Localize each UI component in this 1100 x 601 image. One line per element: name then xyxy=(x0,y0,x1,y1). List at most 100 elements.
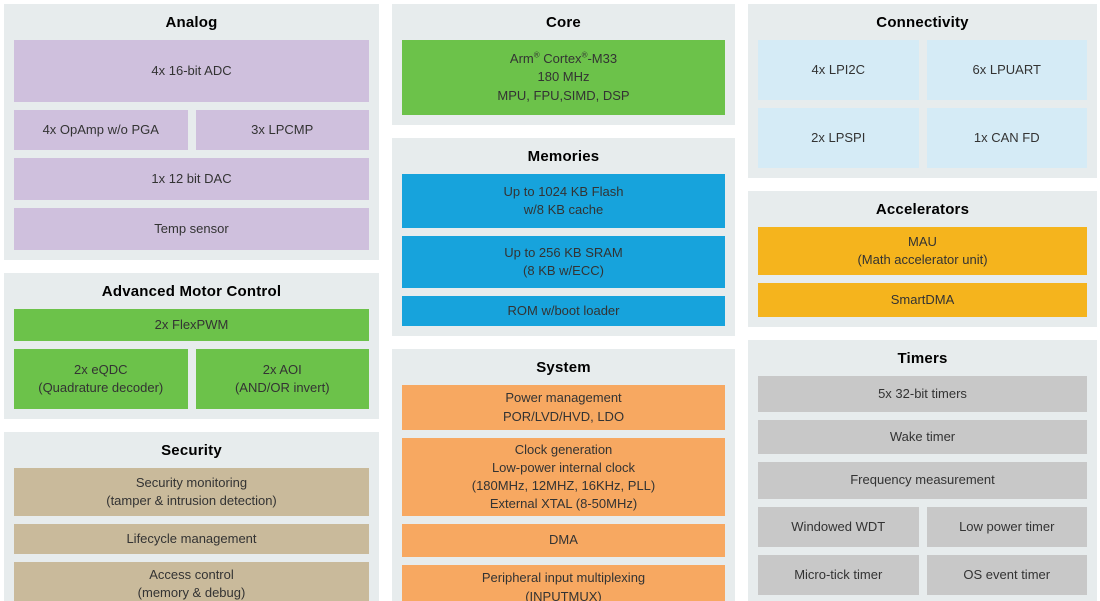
block-lifecycle-label: Lifecycle management xyxy=(126,530,257,546)
block-micro-tick-timer: Micro-tick timer xyxy=(758,555,919,595)
block-power-management: Power management POR/LVD/HVD, LDO xyxy=(402,385,725,430)
block-clock-line2: Low-power internal clock xyxy=(491,459,636,475)
block-opamp: 4x OpAmp w/o PGA xyxy=(14,110,188,150)
block-inputmux: Peripheral input multiplexing (INPUTMUX) xyxy=(402,565,725,601)
section-title-motor: Advanced Motor Control xyxy=(101,283,282,300)
registered-trademark-icon: ® xyxy=(581,50,588,60)
block-lpuart: 6x LPUART xyxy=(926,40,1087,100)
block-adc: 4x 16-bit ADC xyxy=(14,40,369,102)
section-accelerators: Accelerators MAU (Math accelerator unit)… xyxy=(748,191,1097,327)
timers-row1: Windowed WDT Low power timer xyxy=(758,507,1087,547)
section-title-memories: Memories xyxy=(527,148,600,165)
section-advanced-motor-control: Advanced Motor Control 2x FlexPWM 2x eQD… xyxy=(4,273,379,419)
block-windowed-wdt: Windowed WDT xyxy=(758,507,919,547)
section-analog: Analog 4x 16-bit ADC 4x OpAmp w/o PGA 3x… xyxy=(4,4,379,260)
memories-blocks: Up to 1024 KB Flash w/8 KB cache Up to 2… xyxy=(402,174,725,326)
column-right: Connectivity 4x LPI2C 6x LPUART 2x LPSPI xyxy=(748,4,1097,601)
block-security-monitoring: Security monitoring (tamper & intrusion … xyxy=(14,468,369,516)
analog-row: 4x OpAmp w/o PGA 3x LPCMP xyxy=(14,110,369,150)
connectivity-row2: 2x LPSPI 1x CAN FD xyxy=(758,108,1087,168)
block-inputmux-line2: (INPUTMUX) xyxy=(525,588,602,601)
block-low-power-timer-label: Low power timer xyxy=(959,518,1055,534)
motor-blocks: 2x FlexPWM 2x eQDC (Quadrature decoder) … xyxy=(14,309,369,409)
block-eqdc-line2: (Quadrature decoder) xyxy=(38,380,164,395)
core-blocks: Arm® Cortex®-M33 180 MHz MPU, FPU,SIMD, … xyxy=(402,40,725,115)
block-cpu-features: MPU, FPU,SIMD, DSP xyxy=(497,87,630,103)
section-title-core: Core xyxy=(546,14,581,31)
block-flash: Up to 1024 KB Flash w/8 KB cache xyxy=(402,174,725,228)
block-lpuart-label: 6x LPUART xyxy=(972,61,1041,77)
block-clock-line1: Clock generation xyxy=(514,441,613,457)
block-wake-timer: Wake timer xyxy=(758,420,1087,454)
block-mau: MAU (Math accelerator unit) xyxy=(758,227,1087,275)
block-lpspi: 2x LPSPI xyxy=(758,108,919,168)
motor-row: 2x eQDC (Quadrature decoder) 2x AOI (AND… xyxy=(14,349,369,409)
security-blocks: Security monitoring (tamper & intrusion … xyxy=(14,468,369,601)
block-sram-line1: Up to 256 KB SRAM xyxy=(504,244,623,260)
block-sram-line2: (8 KB w/ECC) xyxy=(523,263,604,278)
block-32bit-timers: 5x 32-bit timers xyxy=(758,376,1087,412)
block-micro-tick-timer-label: Micro-tick timer xyxy=(794,566,883,582)
block-power-line1: Power management xyxy=(505,390,622,406)
section-connectivity: Connectivity 4x LPI2C 6x LPUART 2x LPSPI xyxy=(748,4,1097,178)
block-temp-sensor: Temp sensor xyxy=(14,208,369,250)
block-windowed-wdt-label: Windowed WDT xyxy=(791,518,886,534)
block-adc-label: 4x 16-bit ADC xyxy=(151,62,232,78)
block-aoi: 2x AOI (AND/OR invert) xyxy=(195,349,369,409)
block-access-control-line1: Access control xyxy=(149,566,234,582)
block-canfd-label: 1x CAN FD xyxy=(973,129,1040,145)
block-sram: Up to 256 KB SRAM (8 KB w/ECC) xyxy=(402,236,725,288)
registered-trademark-icon: ® xyxy=(533,50,540,60)
block-dac: 1x 12 bit DAC xyxy=(14,158,369,200)
block-power-line2: POR/LVD/HVD, LDO xyxy=(502,408,625,424)
block-smartdma-label: SmartDMA xyxy=(890,291,955,307)
section-timers: Timers 5x 32-bit timers Wake timer Frequ… xyxy=(748,340,1097,601)
block-flexpwm-label: 2x FlexPWM xyxy=(154,316,229,332)
block-rom: ROM w/boot loader xyxy=(402,296,725,326)
block-clock-line3: (180MHz, 12MHZ, 16KHz, PLL) xyxy=(471,478,656,493)
section-system: System Power management POR/LVD/HVD, LDO… xyxy=(392,349,735,601)
section-title-system: System xyxy=(536,359,591,376)
block-flash-line1: Up to 1024 KB Flash xyxy=(503,183,624,199)
block-wake-timer-label: Wake timer xyxy=(889,428,956,444)
block-access-control: Access control (memory & debug) xyxy=(14,562,369,601)
block-security-monitoring-line2: (tamper & intrusion detection) xyxy=(106,493,277,508)
block-lpspi-label: 2x LPSPI xyxy=(811,129,866,145)
block-lpcmp-label: 3x LPCMP xyxy=(251,121,314,137)
section-title-accelerators: Accelerators xyxy=(875,201,970,218)
section-title-security: Security xyxy=(161,442,222,459)
column-middle: Core Arm® Cortex®-M33 180 MHz MPU, FPU,S… xyxy=(392,4,735,601)
block-security-monitoring-line1: Security monitoring xyxy=(135,474,248,490)
timers-row2: Micro-tick timer OS event timer xyxy=(758,555,1087,595)
block-canfd: 1x CAN FD xyxy=(926,108,1087,168)
connectivity-blocks: 4x LPI2C 6x LPUART 2x LPSPI 1x CAN FD xyxy=(758,40,1087,168)
block-flexpwm: 2x FlexPWM xyxy=(14,309,369,341)
block-cpu-core: Arm® Cortex®-M33 180 MHz MPU, FPU,SIMD, … xyxy=(402,40,725,115)
block-dma-label: DMA xyxy=(549,532,578,548)
section-title-connectivity: Connectivity xyxy=(876,14,969,31)
block-access-control-line2: (memory & debug) xyxy=(137,585,246,600)
block-mau-line1: MAU xyxy=(908,233,937,249)
column-left: Analog 4x 16-bit ADC 4x OpAmp w/o PGA 3x… xyxy=(4,4,379,601)
block-cpu-line1: Arm® Cortex®-M33 xyxy=(509,50,618,67)
block-eqdc-line1: 2x eQDC xyxy=(74,361,128,377)
block-os-event-timer: OS event timer xyxy=(926,555,1087,595)
block-os-event-timer-label: OS event timer xyxy=(963,566,1051,582)
section-core: Core Arm® Cortex®-M33 180 MHz MPU, FPU,S… xyxy=(392,4,735,125)
accelerators-blocks: MAU (Math accelerator unit) SmartDMA xyxy=(758,227,1087,317)
block-rom-label: ROM w/boot loader xyxy=(507,302,620,318)
block-dac-label: 1x 12 bit DAC xyxy=(151,170,232,186)
block-aoi-line1: 2x AOI xyxy=(262,361,302,377)
connectivity-row1: 4x LPI2C 6x LPUART xyxy=(758,40,1087,100)
block-cpu-frequency: 180 MHz xyxy=(537,69,590,85)
block-32bit-timers-label: 5x 32-bit timers xyxy=(878,385,967,401)
block-low-power-timer: Low power timer xyxy=(926,507,1087,547)
block-inputmux-line1: Peripheral input multiplexing xyxy=(481,570,646,586)
block-opamp-label: 4x OpAmp w/o PGA xyxy=(42,121,159,137)
block-lpcmp: 3x LPCMP xyxy=(195,110,369,150)
block-dma: DMA xyxy=(402,524,725,557)
analog-blocks: 4x 16-bit ADC 4x OpAmp w/o PGA 3x LPCMP … xyxy=(14,40,369,250)
block-flash-line2: w/8 KB cache xyxy=(523,202,604,217)
block-eqdc: 2x eQDC (Quadrature decoder) xyxy=(14,349,188,409)
block-clock-generation: Clock generation Low-power internal cloc… xyxy=(402,438,725,516)
